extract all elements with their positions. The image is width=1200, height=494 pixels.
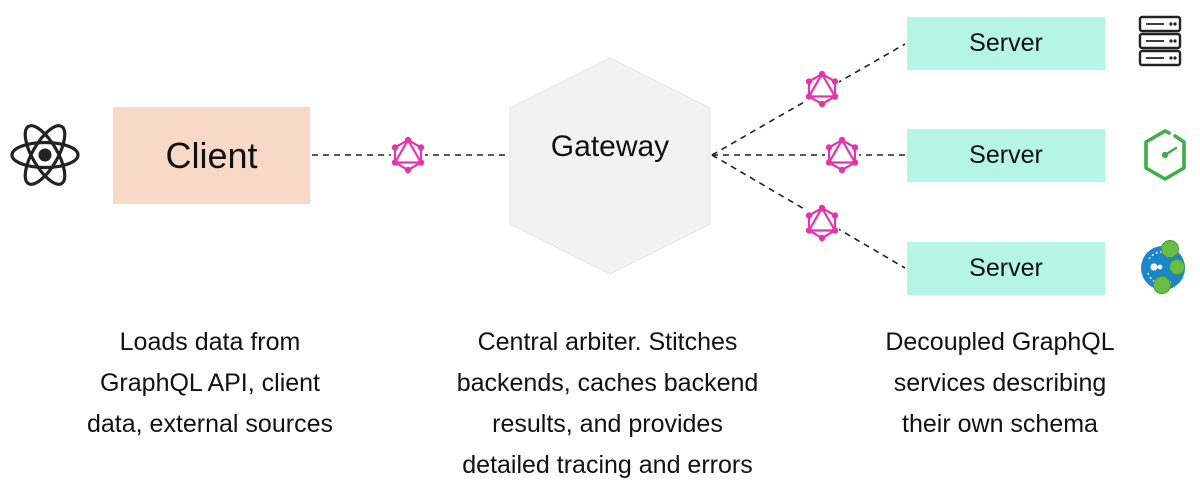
gateway-hexagon xyxy=(509,57,711,275)
caption-line: results, and provides xyxy=(492,410,723,438)
server-rack-icon xyxy=(1138,15,1182,67)
servers-caption: Decoupled GraphQL services describing th… xyxy=(845,322,1155,445)
graphql-icon xyxy=(804,203,840,243)
caption-line: GraphQL API, client xyxy=(99,369,321,397)
graphql-icon xyxy=(824,135,860,175)
server-box-2: Server xyxy=(907,129,1105,182)
caption-line: services describing xyxy=(893,369,1107,397)
caption-line: Loads data from xyxy=(119,328,301,356)
react-logo-icon xyxy=(10,124,80,186)
caption-line: backends, caches backend xyxy=(456,369,759,397)
gateway-label: Gateway xyxy=(550,130,670,163)
caption-line: Decoupled GraphQL xyxy=(885,328,1115,356)
nodejs-hexagon-icon xyxy=(1144,129,1186,181)
client-box: Client xyxy=(113,107,310,204)
graphql-icon xyxy=(390,135,426,175)
server-box-1: Server xyxy=(907,17,1105,70)
caption-line: Central arbiter. Stitches xyxy=(477,328,738,356)
caption-line: detailed tracing and errors xyxy=(462,451,753,479)
caption-line: their own schema xyxy=(902,410,1098,438)
server-label: Server xyxy=(969,254,1043,282)
graphql-icon xyxy=(804,69,840,109)
client-caption: Loads data from GraphQL API, client data… xyxy=(45,322,375,445)
neo4j-graph-icon xyxy=(1141,240,1185,294)
gateway-caption: Central arbiter. Stitches backends, cach… xyxy=(415,322,800,486)
server-label: Server xyxy=(969,141,1043,169)
client-label: Client xyxy=(165,134,258,176)
server-box-3: Server xyxy=(907,242,1105,295)
server-label: Server xyxy=(969,29,1043,57)
caption-line: data, external sources xyxy=(87,410,333,438)
